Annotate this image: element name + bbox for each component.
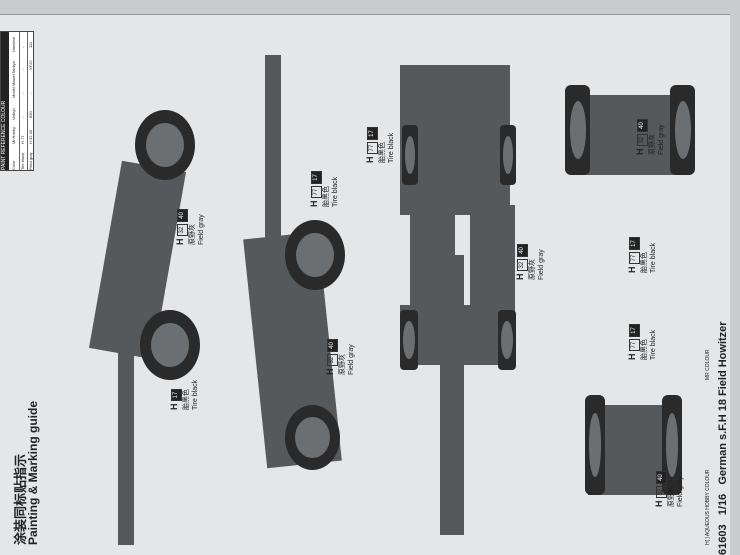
cell: - [20, 116, 25, 118]
color-name-cn: 原野灰 [668, 486, 675, 507]
paint-number: 40 [517, 244, 528, 257]
col-tamiya: Tamiya [11, 61, 16, 74]
paint-code: H [365, 156, 375, 164]
paint-number: 40 [637, 119, 648, 132]
color-name-en: Tire black [192, 379, 199, 410]
paint-reference-table: PAINT REFERENCE COLOUR Color Mr.Hobby Va… [0, 31, 34, 171]
paint-number: 32 [327, 353, 338, 367]
color-name-cn: 胎黑色 [379, 142, 386, 163]
color-name-en: Tire black [332, 176, 339, 207]
color-name-cn: 原野灰 [339, 354, 346, 375]
paint-number: 77 [311, 185, 322, 199]
col-mrhobby: Mr.Hobby [11, 126, 16, 144]
col-humbrol: Humbrol [11, 36, 16, 52]
color-name-cn: 原野灰 [649, 134, 656, 155]
paint-number: 17 [171, 388, 182, 402]
paint-number: 17 [311, 171, 322, 184]
footer: 61603 1/16 German s.F.H 18 Field Howitze… [717, 321, 729, 555]
color-name-en: Field gray [677, 476, 684, 507]
color-name-en: Tire black [388, 132, 395, 163]
paint-number: 17 [629, 324, 640, 337]
cell: XF22 [28, 60, 33, 70]
color-name-cn: 胎黑色 [323, 186, 330, 207]
paint-code: H [635, 148, 645, 156]
cell: - [28, 92, 33, 94]
cell: Field gray [28, 152, 33, 170]
paint-code: H [627, 353, 637, 361]
color-name-cn: 原野灰 [529, 259, 536, 280]
instruction-page: PAINT REFERENCE COLOUR Color Mr.Hobby Va… [0, 14, 730, 555]
paint-number: 77 [629, 338, 640, 352]
color-name-en: Tire black [650, 242, 657, 273]
color-name-en: Field gray [538, 249, 545, 280]
color-name-en: Tire black [650, 329, 657, 360]
title-en: Painting & Marking guide [26, 400, 40, 545]
paint-number: 32 [517, 258, 528, 272]
cell: - [20, 92, 25, 94]
scale: 1/16 [717, 493, 729, 516]
legend-aqueous: H[ ] AQUEOUS HOBBY COLOUR [705, 469, 711, 545]
col-modelmaster: Model Master [11, 73, 16, 98]
paint-code: H [175, 238, 185, 246]
paint-number: 40 [656, 471, 667, 484]
paint-number: 77 [629, 251, 640, 265]
paint-code: H [309, 200, 319, 208]
table-header: PAINT REFERENCE COLOUR [1, 32, 9, 170]
paint-code: H [515, 273, 525, 281]
paint-code: H [325, 368, 335, 376]
paint-number: 40 [327, 339, 338, 352]
color-name-cn: 胎黑色 [641, 339, 648, 360]
product-code: 61603 [717, 524, 729, 555]
cell: 111 [28, 41, 33, 48]
color-name-en: Field gray [658, 124, 665, 155]
cell: 830 [28, 111, 33, 118]
paint-number: 17 [629, 237, 640, 250]
paint-number: 77 [367, 141, 378, 155]
paint-code: H [169, 403, 179, 411]
cell: H 77 [20, 135, 25, 144]
cell: Tire black [20, 152, 25, 170]
product-name: German s.F.H 18 Field Howitzer [717, 321, 729, 485]
cell: - [20, 46, 25, 48]
color-name-en: Field gray [198, 214, 205, 245]
color-name-en: Field gray [348, 344, 355, 375]
color-name-cn: 原野灰 [189, 224, 196, 245]
col-color: Color [11, 160, 16, 170]
paint-number: 32 [656, 485, 667, 499]
paint-number: 32 [637, 133, 648, 147]
paint-number: 40 [177, 209, 188, 222]
cell: - [20, 68, 25, 70]
paint-number: 17 [367, 127, 378, 140]
paint-number: 32 [177, 223, 188, 237]
color-name-cn: 胎黑色 [641, 252, 648, 273]
paint-code: H [627, 266, 637, 274]
legend-mr-colour: MR COLOUR [705, 349, 711, 380]
col-vallejo: Vallejo [11, 108, 16, 120]
color-name-cn: 胎黑色 [183, 389, 190, 410]
cell: H 32 40 [28, 129, 33, 144]
paint-code: H [654, 500, 664, 508]
